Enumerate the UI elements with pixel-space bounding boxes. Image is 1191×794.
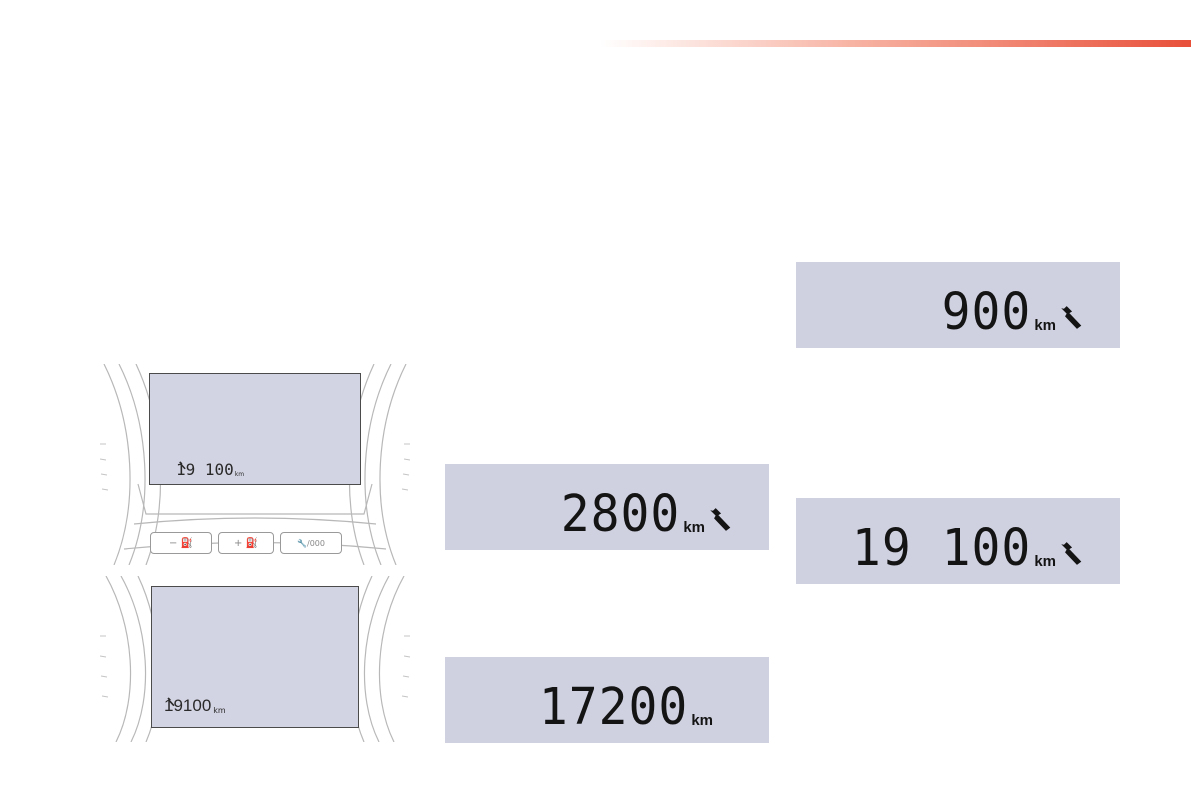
wrench-icon — [166, 697, 175, 707]
instrument-cluster-large-screen: 19100 km — [94, 576, 416, 742]
display-reading: 900 — [941, 282, 1032, 342]
display-reading: 2800 — [560, 484, 681, 544]
service-display-900: 900 km — [796, 262, 1120, 348]
instrument-cluster-with-buttons: 19 100 km − ⛽ + ⛽ 🔧/000 — [94, 364, 416, 565]
display-reading: 19 100 — [851, 518, 1032, 578]
service-readout: 19 100 km — [851, 518, 1084, 578]
fuel-plus-icon: + ⛽ — [233, 537, 258, 549]
display-unit: km — [1034, 553, 1056, 570]
service-display-19100: 19 100 km — [796, 498, 1120, 584]
cluster-service-readout: 19 100 km — [176, 460, 244, 479]
cluster-button-group: − ⛽ + ⛽ 🔧/000 — [150, 532, 342, 554]
service-display-2800: 2800 km — [445, 464, 769, 550]
display-unit: km — [683, 519, 705, 536]
wrench-icon — [1061, 306, 1082, 329]
service-readout: 17200 km — [538, 677, 713, 737]
cluster-screen — [151, 586, 359, 728]
cluster-unit: km — [234, 471, 245, 478]
cluster-screen — [149, 373, 361, 485]
wrench-icon — [1061, 542, 1082, 565]
wrench-icon — [178, 461, 186, 470]
fuel-minus-button[interactable]: − ⛽ — [150, 532, 212, 554]
display-unit: km — [691, 712, 713, 729]
cluster-unit: km — [213, 706, 226, 715]
header-accent-bar — [600, 40, 1191, 47]
service-reset-button[interactable]: 🔧/000 — [280, 532, 342, 554]
fuel-minus-icon: − ⛽ — [168, 537, 193, 549]
display-unit: km — [1034, 317, 1056, 334]
display-reading: 17200 — [538, 677, 689, 737]
service-readout: 900 km — [941, 282, 1084, 342]
service-display-17200: 17200 km — [445, 657, 769, 743]
service-reset-icon: 🔧/000 — [297, 538, 325, 548]
cluster-reading: 19 100 — [176, 460, 234, 479]
service-readout: 2800 km — [560, 484, 733, 544]
wrench-icon — [710, 508, 731, 531]
cluster-reading: 19100 — [164, 696, 212, 715]
cluster-service-readout: 19100 km — [164, 696, 226, 716]
fuel-plus-button[interactable]: + ⛽ — [218, 532, 274, 554]
